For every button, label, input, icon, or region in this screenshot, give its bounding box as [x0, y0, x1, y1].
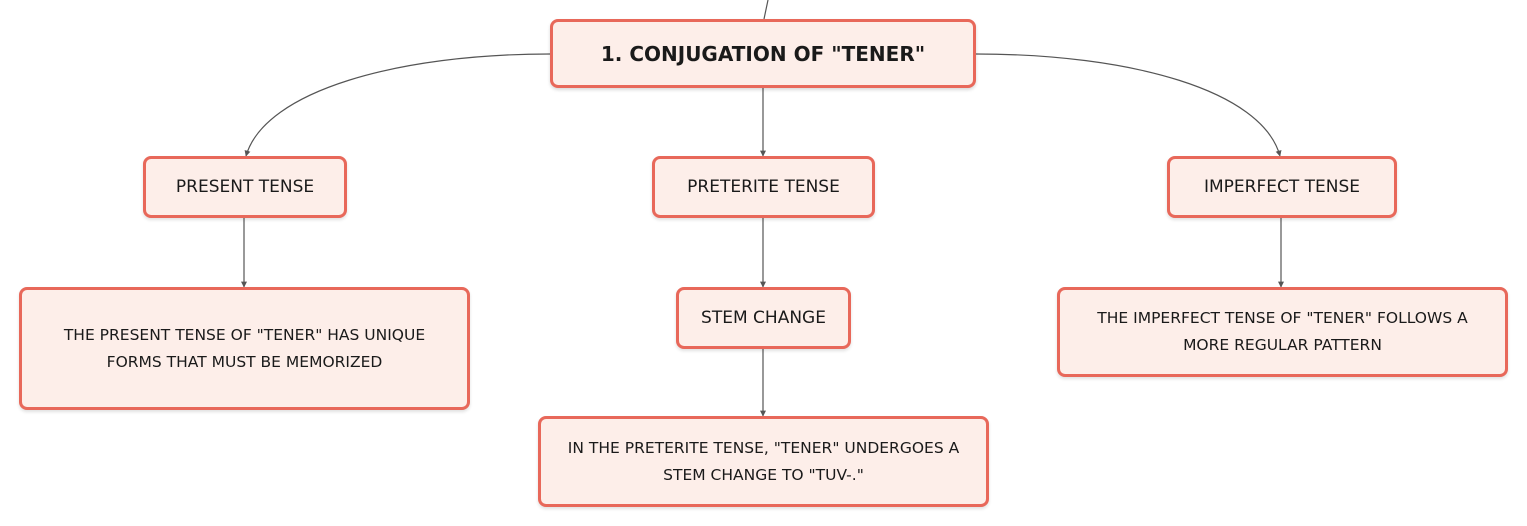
stem-change-label: STEM CHANGE — [701, 308, 826, 328]
imperfect-tense-description-text: THE IMPERFECT TENSE OF "TENER" FOLLOWS A… — [1097, 309, 1468, 354]
present-tense-description-text: THE PRESENT TENSE OF "TENER" HAS UNIQUE … — [63, 325, 426, 371]
present-tense-description-node[interactable]: THE PRESENT TENSE OF "TENER" HAS UNIQUE … — [19, 287, 470, 410]
stem-change-description-text: IN THE PRETERITE TENSE, "TENER" UNDERGOE… — [567, 438, 960, 484]
stem-change-description-node[interactable]: IN THE PRETERITE TENSE, "TENER" UNDERGOE… — [538, 416, 989, 507]
root-topic-label: 1. CONJUGATION OF "TENER" — [600, 41, 926, 66]
imperfect-tense-label: IMPERFECT TENSE — [1203, 177, 1361, 197]
imperfect-tense-node[interactable]: IMPERFECT TENSE — [1167, 156, 1397, 218]
connector-root-to-imperfect — [975, 53, 1282, 157]
root-topic-node[interactable]: 1. CONJUGATION OF "TENER" — [550, 19, 976, 88]
connector-root-to-present — [244, 53, 551, 157]
imperfect-tense-description-node[interactable]: THE IMPERFECT TENSE OF "TENER" FOLLOWS A… — [1057, 287, 1508, 377]
preterite-tense-label: PRETERITE TENSE — [687, 177, 840, 197]
connector-parent-to-root — [763, 0, 769, 20]
preterite-tense-node[interactable]: PRETERITE TENSE — [652, 156, 875, 218]
present-tense-node[interactable]: PRESENT TENSE — [143, 156, 347, 218]
stem-change-node[interactable]: STEM CHANGE — [676, 287, 851, 349]
present-tense-label: PRESENT TENSE — [175, 177, 315, 197]
